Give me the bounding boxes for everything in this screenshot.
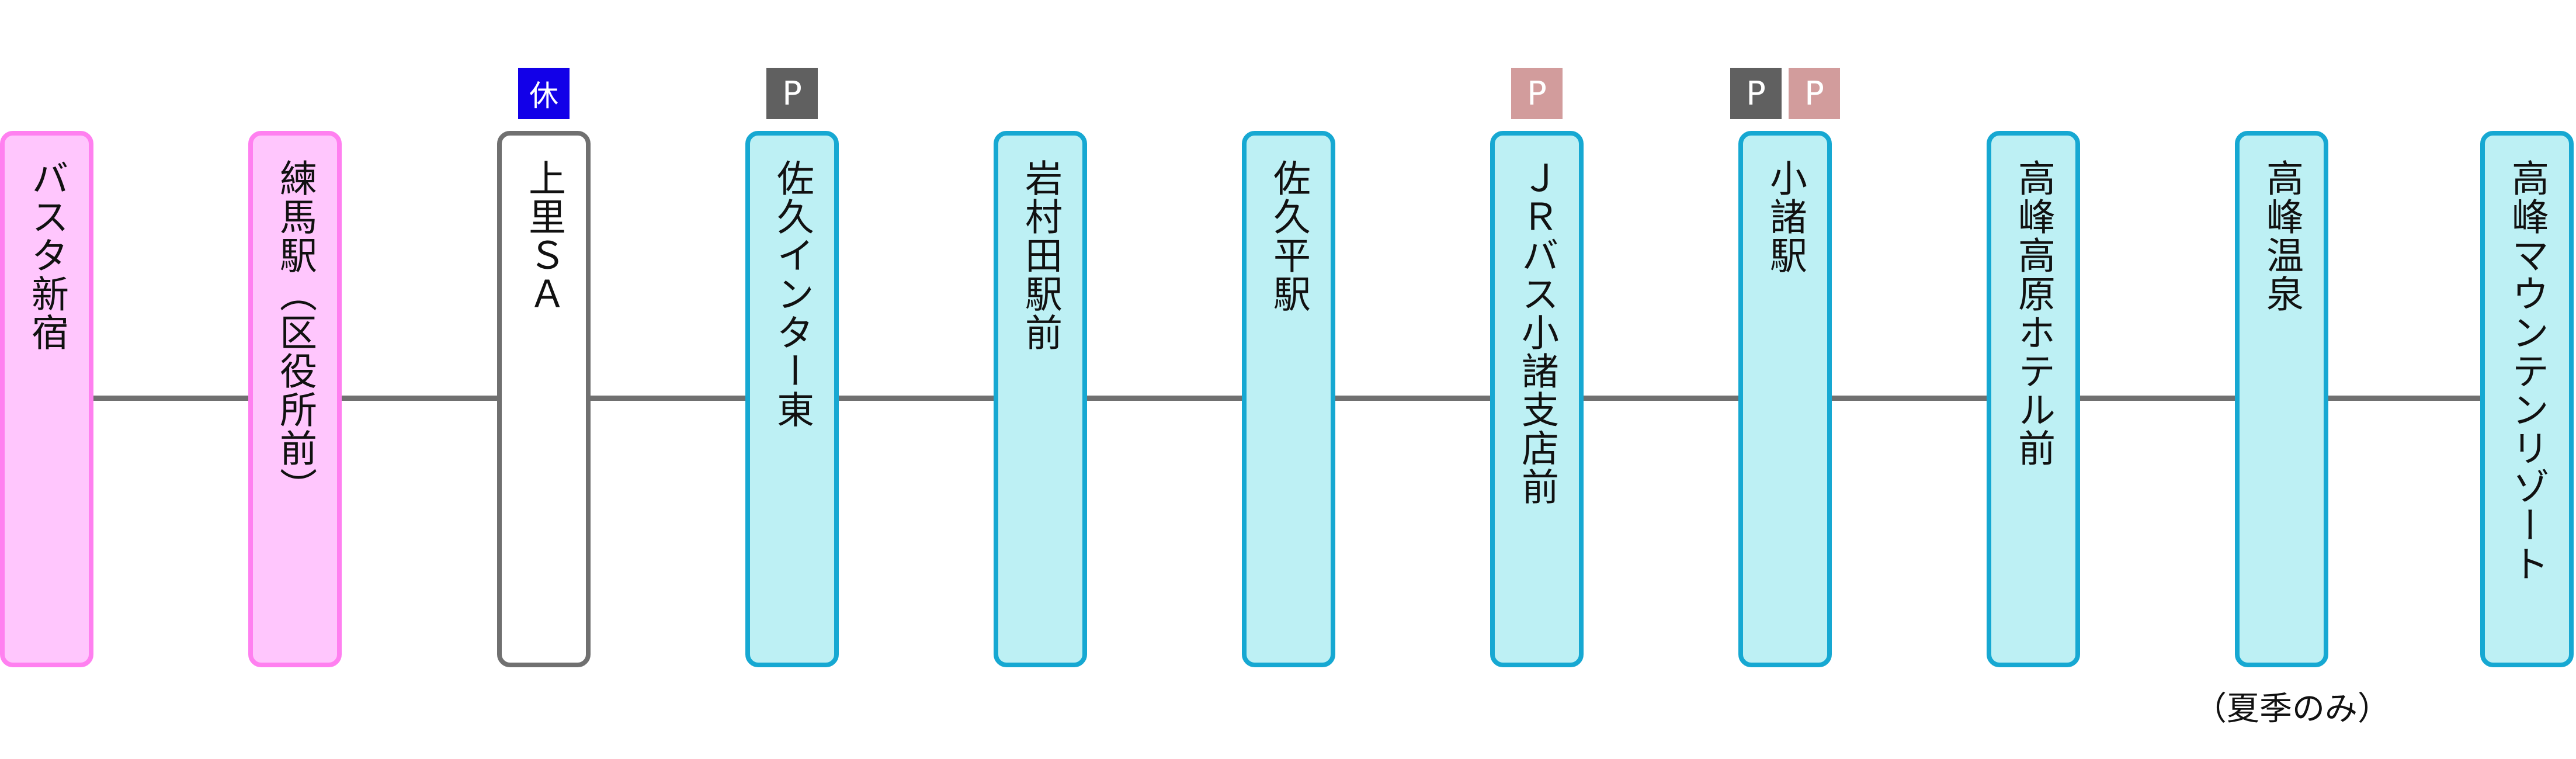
stop-icons-saku-ic-east: P <box>766 68 818 119</box>
parking-icon: P <box>1789 68 1840 119</box>
stop-komoro-station: 小諸駅 <box>1738 131 1832 667</box>
stop-kamisato-sa: 上里ＳＡ <box>497 131 591 667</box>
stop-name: 岩村田駅前 <box>1019 159 1062 352</box>
stop-name: 高峰温泉 <box>2260 159 2303 313</box>
stop-saku-ic-east: 佐久インター東 <box>745 131 839 667</box>
parking-icon: P <box>766 68 818 119</box>
stop-busta-shinjuku: バスタ新宿 <box>0 131 93 667</box>
stop-name: バスタ新宿 <box>25 159 68 352</box>
stop-icons-jr-bus-komoro: P <box>1511 68 1563 119</box>
stop-name: 小諸駅 <box>1763 159 1807 275</box>
stop-takamine-mountain-resort: 高峰マウンテンリゾート <box>2480 131 2574 667</box>
stop-iwamurada-station: 岩村田駅前 <box>994 131 1087 667</box>
stop-icons-komoro-station: P P <box>1730 68 1840 119</box>
stop-name: 高峰マウンテンリゾート <box>2505 159 2549 583</box>
stop-takamine-onsen: 高峰温泉 <box>2235 131 2328 667</box>
parking-icon: P <box>1511 68 1563 119</box>
stop-takamine-kogen-hotel: 高峰高原ホテル前 <box>1987 131 2080 667</box>
stop-name: 佐久平駅 <box>1267 159 1310 313</box>
stop-sakudaira-station: 佐久平駅 <box>1242 131 1335 667</box>
parking-icon: P <box>1730 68 1782 119</box>
stop-icons-kamisato: 休 <box>518 68 570 119</box>
stop-jr-bus-komoro-branch: ＪＲバス小諸支店前 <box>1490 131 1584 667</box>
stop-name: 高峰高原ホテル前 <box>2012 159 2055 467</box>
stop-name: 佐久インター東 <box>770 159 814 429</box>
stop-name: 練馬駅（区役所前） <box>273 159 317 506</box>
seasonal-note: （夏季のみ） <box>2194 690 2390 728</box>
stop-name: ＪＲバス小諸支店前 <box>1515 159 1558 506</box>
stop-nerima-station: 練馬駅（区役所前） <box>248 131 342 667</box>
rest-area-icon: 休 <box>518 68 570 119</box>
stop-name: 上里ＳＡ <box>522 159 565 313</box>
